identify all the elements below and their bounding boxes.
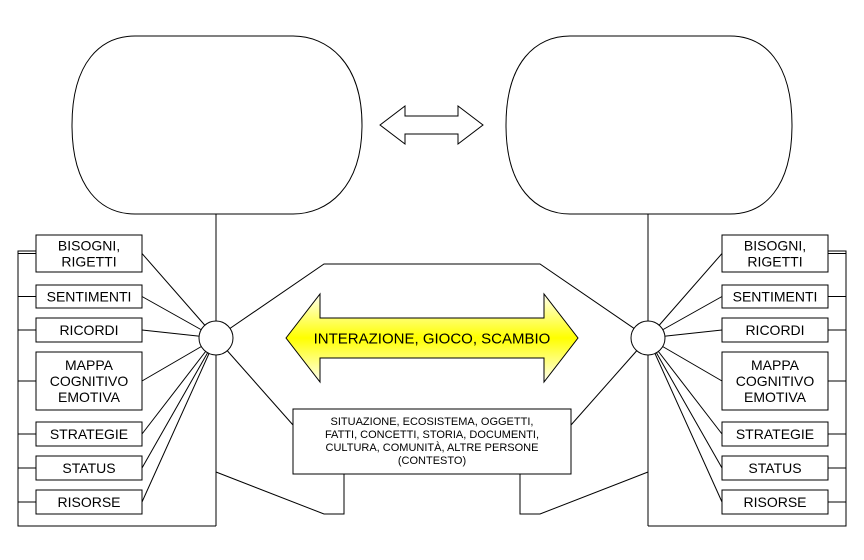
right-label-frame <box>721 489 829 515</box>
left-connector-line <box>141 337 217 469</box>
left-label-text: BISOGNI, <box>58 238 120 254</box>
right-label-box: RISORSE <box>721 489 829 515</box>
left-label-text: RIGETTI <box>61 254 116 270</box>
context-box <box>292 408 572 475</box>
right-label-text: MAPPA <box>751 357 800 373</box>
right-label-text: EMOTIVA <box>744 389 807 405</box>
right-label-frame <box>721 455 829 481</box>
right-label-frame <box>721 317 829 343</box>
left-label-text: SENTIMENTI <box>47 289 132 305</box>
right-label-box: BISOGNI,RIGETTI <box>721 234 829 273</box>
left-label-box: STRATEGIE <box>35 421 143 447</box>
left-connectors <box>141 253 217 503</box>
left-label-text: RISORSE <box>57 494 120 510</box>
top-hub-connection <box>215 263 649 339</box>
right-label-text: RICORDI <box>745 322 804 338</box>
left-connector-line <box>141 253 217 339</box>
exchange-double-arrow <box>379 104 484 146</box>
right-connector-line <box>647 337 723 469</box>
left-label-box: RISORSE <box>35 489 143 515</box>
right-label-frame <box>721 351 829 411</box>
right-person-shape <box>505 35 793 215</box>
right-label-text: BISOGNI, <box>744 238 806 254</box>
left-connector-line <box>141 337 217 435</box>
left-label-text: COGNITIVO <box>50 373 129 389</box>
right-label-box: STRATEGIE <box>721 421 829 447</box>
right-label-frame <box>721 284 829 309</box>
left-label-text: STATUS <box>62 460 115 476</box>
right-label-text: RIGETTI <box>747 254 802 270</box>
right-label-text: SENTIMENTI <box>733 289 818 305</box>
right-label-box: RICORDI <box>721 317 829 343</box>
right-connector-line <box>647 337 723 503</box>
left-label-frame <box>35 455 143 481</box>
left-label-box: STATUS <box>35 455 143 481</box>
left-hub-circle <box>198 320 234 356</box>
right-connector-line <box>647 337 723 435</box>
left-person-shape <box>71 35 363 215</box>
left-label-frame <box>35 489 143 515</box>
left-bracket <box>17 250 216 527</box>
right-label-box: SENTIMENTI <box>721 284 829 309</box>
right-bottom-connection <box>519 471 649 515</box>
left-label-frame <box>35 351 143 411</box>
left-label-boxes: BISOGNI,RIGETTI SENTIMENTI RICORDI MAPPACOG… <box>35 234 143 515</box>
right-connectors <box>647 253 723 503</box>
right-label-text: RISORSE <box>743 494 806 510</box>
left-bracket-ticks <box>18 253 36 503</box>
left-label-box: BISOGNI,RIGETTI <box>35 234 143 273</box>
left-label-frame <box>35 234 143 273</box>
left-connector-line <box>141 337 217 503</box>
right-bracket <box>648 250 847 527</box>
left-label-text: RICORDI <box>59 322 118 338</box>
left-label-box: SENTIMENTI <box>35 284 143 309</box>
left-label-box: RICORDI <box>35 317 143 343</box>
left-bottom-connection <box>215 471 345 515</box>
right-label-boxes: BISOGNI,RIGETTI SENTIMENTI RICORDI MAPPACOG… <box>721 234 829 515</box>
left-label-frame <box>35 317 143 343</box>
context-line: FATTI, CONCETTI, STORIA, DOCUMENTI, <box>325 429 539 441</box>
interaction-double-arrow <box>285 292 579 384</box>
right-label-text: STRATEGIE <box>736 426 814 442</box>
context-line: (CONTESTO) <box>398 455 466 467</box>
right-label-text: STATUS <box>748 460 801 476</box>
right-label-frame <box>721 421 829 447</box>
right-label-box: STATUS <box>721 455 829 481</box>
left-label-text: EMOTIVA <box>58 389 121 405</box>
right-hub-circle <box>630 320 666 356</box>
context-line: SITUAZIONE, ECOSISTEMA, OGGETTI, <box>331 416 534 428</box>
left-label-frame <box>35 284 143 309</box>
right-label-frame <box>721 234 829 273</box>
interaction-label: INTERAZIONE, GIOCO, SCAMBIO <box>314 331 551 348</box>
left-label-frame <box>35 421 143 447</box>
right-connector-line <box>647 253 723 339</box>
left-label-text: STRATEGIE <box>50 426 128 442</box>
left-hub-to-context <box>215 337 294 426</box>
right-label-text: COGNITIVO <box>736 373 815 389</box>
context-line: CULTURA, COMUNITÀ, ALTRE PERSONE <box>326 441 539 454</box>
right-hub-to-context <box>570 337 649 426</box>
left-label-text: MAPPA <box>65 357 114 373</box>
context-text: SITUAZIONE, ECOSISTEMA, OGGETTI,FATTI, C… <box>325 416 539 467</box>
right-bracket-ticks <box>828 253 846 503</box>
